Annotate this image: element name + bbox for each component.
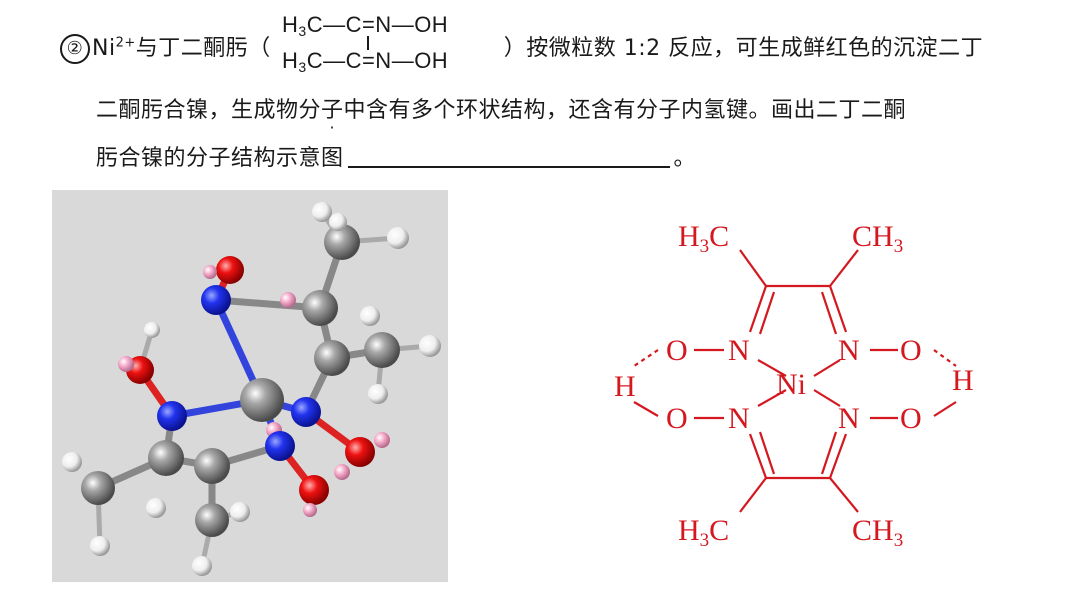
ni-center: Ni — [776, 368, 806, 401]
ion-charge: 2+ — [115, 35, 136, 51]
ch3-tl-c: C — [709, 220, 729, 253]
n-top-left: N — [728, 334, 750, 367]
formula-bottom-rest: C—C=N—OH — [307, 48, 449, 72]
model-atoms — [62, 202, 441, 576]
line2-a: 二酮肟合镍，生成物分 — [96, 98, 322, 123]
ch3-bl-c: C — [709, 514, 729, 547]
formula-top-h: H — [282, 12, 298, 37]
question-line-2: 二酮肟合镍，生成物分子中含有多个环状结构，还含有分子内氢键。画出二丁二酮 — [96, 92, 906, 124]
ch3-bl-h: H — [678, 514, 700, 547]
formula-top-rest: C—C=N—OH — [307, 12, 449, 37]
n-top-right: N — [838, 334, 860, 367]
hydrogen-bonds — [633, 349, 957, 367]
structure-labels: H3C CH3 O N N O H Ni H O N N O H3C CH3 — [614, 220, 974, 551]
o-top-right: O — [900, 334, 922, 367]
dimethylglyoxime-formula: H3C—C=N—OH H3C—C=N—OH — [282, 12, 448, 72]
ch3-br-ch: CH — [852, 514, 894, 547]
n-bottom-right: N — [838, 402, 860, 435]
line1-rest: ）按微粒数 1:2 反应，可生成鲜红色的沉淀二丁 — [503, 36, 984, 61]
line3-a: 肟合镍的分子结构示意图 — [96, 146, 344, 171]
ch3-tl-sub: 3 — [700, 236, 710, 257]
svg-text:H3C—C=N—OH: H3C—C=N—OH — [282, 12, 448, 39]
model-svg — [62, 202, 441, 576]
line2-b: 中含有多个环状结构，还含有分子内氢键。画出二丁二酮 — [343, 98, 907, 123]
ch3-br-sub: 3 — [894, 530, 904, 551]
svg-text:H3C: H3C — [678, 220, 729, 257]
question-line-3: 肟合镍的分子结构示意图 。 — [96, 140, 696, 172]
svg-text:H3C: H3C — [678, 514, 729, 551]
ch3-tr-sub: 3 — [894, 236, 904, 257]
n-bottom-left: N — [728, 402, 750, 435]
o-top-left: O — [666, 334, 688, 367]
svg-text:CH3: CH3 — [852, 220, 903, 257]
o-bottom-right: O — [900, 402, 922, 435]
structure-bonds — [633, 249, 957, 513]
o-bottom-left: O — [666, 402, 688, 435]
ch3-bl-sub: 3 — [700, 530, 710, 551]
h-right: H — [952, 364, 974, 397]
reagent-text: 与丁二酮肟（ — [135, 36, 271, 61]
question-number: ② — [60, 34, 90, 64]
line3-end: 。 — [673, 146, 697, 171]
formula-bottom-sub: 3 — [299, 59, 307, 72]
nickel-complex-structure: H3C CH3 O N N O H Ni H O N N O H3C CH3 — [614, 220, 974, 551]
nickel-ion: Ni — [92, 36, 116, 61]
ch3-tl-h: H — [678, 220, 700, 253]
formula-top-sub: 3 — [299, 23, 307, 39]
emphasis-char: 子 — [321, 98, 344, 123]
svg-text:H3C—C=N—OH: H3C—C=N—OH — [282, 48, 448, 72]
formula-bottom-h: H — [282, 48, 298, 72]
ball-and-stick-model — [52, 190, 448, 582]
h-left: H — [614, 370, 636, 403]
svg-text:CH3: CH3 — [852, 514, 903, 551]
answer-blank[interactable] — [347, 144, 670, 168]
ch3-tr-ch: CH — [852, 220, 894, 253]
